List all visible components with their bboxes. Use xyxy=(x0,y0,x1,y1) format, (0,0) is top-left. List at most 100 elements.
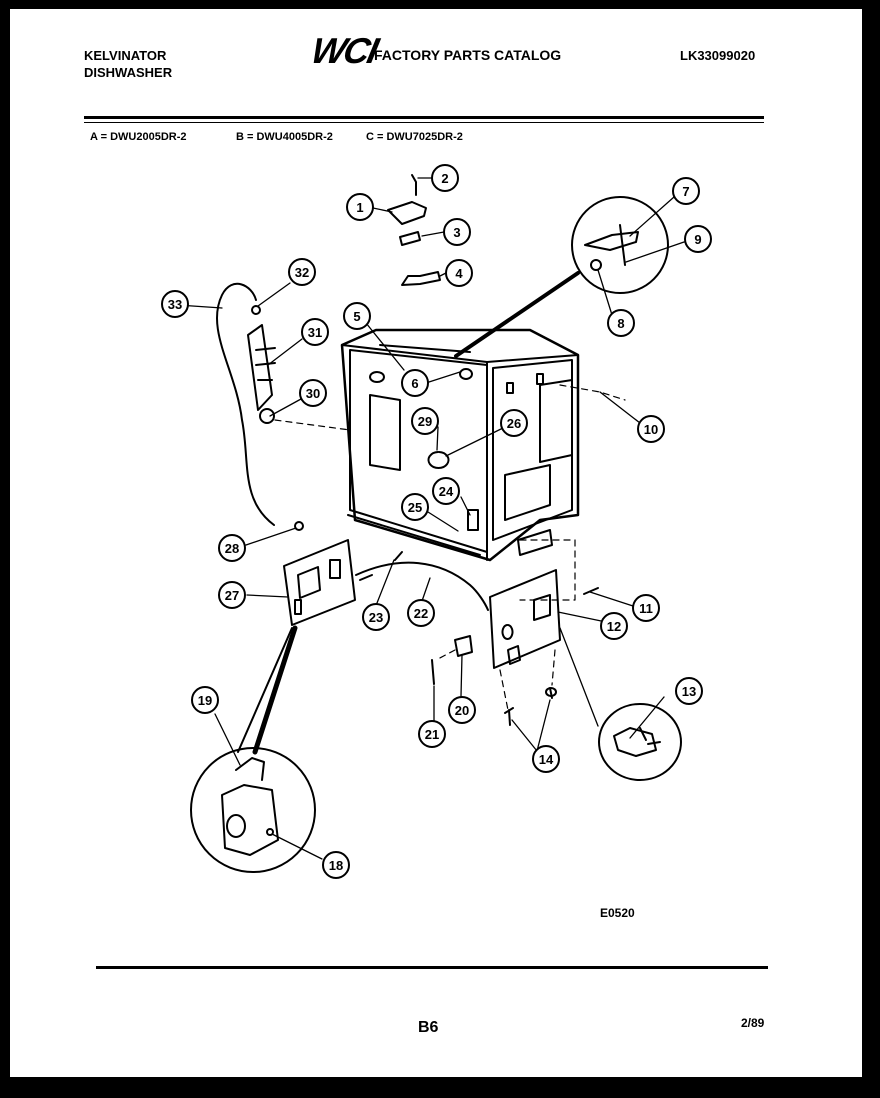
header-rule-thick xyxy=(84,116,764,119)
callout-number: 29 xyxy=(418,414,432,429)
callout-number: 2 xyxy=(441,171,448,186)
callout-circle xyxy=(362,603,390,631)
wire-harness xyxy=(355,551,489,611)
callout-circle xyxy=(299,379,327,407)
footer-rule xyxy=(96,966,768,969)
callout-12: 12 xyxy=(600,612,628,640)
catalog-title: FACTORY PARTS CATALOG xyxy=(374,47,562,63)
callout-circle xyxy=(418,720,446,748)
model-c: C = DWU7025DR-2 xyxy=(366,131,463,143)
callout-20: 20 xyxy=(448,696,476,724)
callout-circle xyxy=(445,259,473,287)
brand-line-2: DISHWASHER xyxy=(84,65,173,80)
callout-28: 28 xyxy=(218,534,246,562)
callout-circle xyxy=(343,302,371,330)
figure-code: E0520 xyxy=(600,906,635,920)
callout-23: 23 xyxy=(362,603,390,631)
callout-number: 4 xyxy=(455,266,463,281)
callout-number: 21 xyxy=(425,727,439,742)
callout-circle xyxy=(322,851,350,879)
callout-number: 18 xyxy=(329,858,343,873)
callout-32: 32 xyxy=(288,258,316,286)
callout-14: 14 xyxy=(532,745,560,773)
fill-hose-assembly xyxy=(216,282,304,531)
callout-18: 18 xyxy=(322,851,350,879)
callout-circle xyxy=(432,477,460,505)
callout-circle xyxy=(684,225,712,253)
callout-circle xyxy=(500,409,528,437)
detail-leader-valve-2 xyxy=(237,627,293,753)
callout-number: 7 xyxy=(682,184,689,199)
callout-circle xyxy=(431,164,459,192)
callout-10: 10 xyxy=(637,415,665,443)
callout-31: 31 xyxy=(301,318,329,346)
callout-circle xyxy=(607,309,635,337)
callout-25: 25 xyxy=(401,493,429,521)
callout-33: 33 xyxy=(161,290,189,318)
callout-circle xyxy=(218,534,246,562)
callout-circle xyxy=(401,369,429,397)
callout-circle xyxy=(532,745,560,773)
callout-5: 5 xyxy=(343,302,371,330)
callout-number: 10 xyxy=(644,422,658,437)
callout-number: 13 xyxy=(682,684,696,699)
callout-circle xyxy=(675,677,703,705)
callout-number: 5 xyxy=(353,309,360,324)
callout-7: 7 xyxy=(672,177,700,205)
revision-date: 2/89 xyxy=(741,1016,765,1030)
dishwasher-tub xyxy=(340,328,580,562)
callout-circle xyxy=(161,290,189,318)
callout-circle xyxy=(407,599,435,627)
header-rule-thin xyxy=(84,122,764,123)
callout-number: 27 xyxy=(225,588,239,603)
callout-circle xyxy=(191,686,219,714)
callout-2: 2 xyxy=(431,164,459,192)
callout-27: 27 xyxy=(218,581,246,609)
control-panel xyxy=(454,569,599,669)
callout-21: 21 xyxy=(418,720,446,748)
callout-13: 13 xyxy=(675,677,703,705)
callout-number: 32 xyxy=(295,265,309,280)
callout-number: 12 xyxy=(607,619,621,634)
callout-circle xyxy=(401,493,429,521)
callout-number: 8 xyxy=(617,316,624,331)
inner-door-panel xyxy=(283,539,356,626)
callout-number: 24 xyxy=(439,484,454,499)
callout-number: 19 xyxy=(198,693,212,708)
detail-circle-hinge xyxy=(571,196,669,294)
callout-26: 26 xyxy=(500,409,528,437)
callout-circle xyxy=(600,612,628,640)
callout-number: 25 xyxy=(408,500,422,515)
callout-11: 11 xyxy=(632,594,660,622)
callout-19: 19 xyxy=(191,686,219,714)
callout-3: 3 xyxy=(443,218,471,246)
callout-circle xyxy=(411,407,439,435)
callout-circle xyxy=(443,218,471,246)
callout-circle xyxy=(346,193,374,221)
brand-line-1: KELVINATOR xyxy=(84,48,167,63)
callout-number: 22 xyxy=(414,606,428,621)
catalog-number: LK33099020 xyxy=(680,48,756,63)
callout-29: 29 xyxy=(411,407,439,435)
alignment-lines xyxy=(274,384,626,711)
detail-leader-valve xyxy=(252,625,298,755)
callout-circle xyxy=(632,594,660,622)
callout-number: 6 xyxy=(411,376,418,391)
model-b: B = DWU4005DR-2 xyxy=(236,131,333,143)
model-a: A = DWU2005DR-2 xyxy=(90,131,187,143)
callout-number: 23 xyxy=(369,610,383,625)
callout-number: 11 xyxy=(639,601,653,616)
callout-22: 22 xyxy=(407,599,435,627)
callout-circle xyxy=(301,318,329,346)
callout-number: 26 xyxy=(507,416,521,431)
callout-number: 14 xyxy=(539,752,554,767)
callout-4: 4 xyxy=(445,259,473,287)
callout-number: 1 xyxy=(356,200,363,215)
callout-circle xyxy=(288,258,316,286)
detail-circle-valve xyxy=(190,747,316,873)
callout-30: 30 xyxy=(299,379,327,407)
callout-1: 1 xyxy=(346,193,374,221)
callout-leaders xyxy=(162,177,685,860)
detail-circle-switch xyxy=(598,703,682,781)
